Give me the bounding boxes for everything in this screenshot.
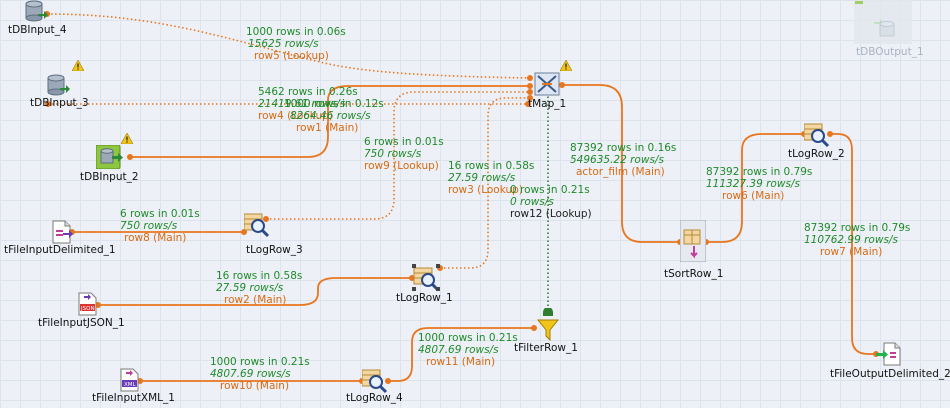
link-label-row3[interactable]: 16 rows in 0.58s 27.59 rows/s row3 (Look…	[448, 160, 535, 196]
component-tfileoutputdelimited-2[interactable]	[876, 342, 901, 366]
component-label: tMap_1	[528, 98, 567, 110]
component-label: tFilterRow_1	[514, 342, 578, 354]
component-tfileinputxml-1[interactable]: XML	[118, 368, 140, 392]
link-label-row8[interactable]: 6 rows in 0.01s 750 rows/s row8 (Main)	[120, 208, 200, 244]
link-label-row12[interactable]: 0 rows in 0.21s 0 rows/s row12 (Lookup)	[510, 184, 592, 220]
component-tfileinputjson-1[interactable]: JSON	[76, 292, 98, 316]
link-label-actor-film[interactable]: 87392 rows in 0.16s 549635.22 rows/s act…	[570, 142, 677, 178]
warning-icon	[560, 60, 572, 71]
link-label-row1[interactable]: 1000 rows in 0.12s 8264.46 rows/s row1 (…	[284, 98, 384, 134]
link-actor-film[interactable]	[562, 84, 680, 243]
warning-icon	[72, 60, 84, 71]
link-row1[interactable]	[130, 85, 530, 158]
component-label: tFileOutputDelimited_2	[830, 368, 950, 380]
log-row-icon	[412, 264, 440, 292]
component-label: tFileInputJSON_1	[38, 317, 125, 329]
component-label: tDBInput_3	[30, 97, 89, 109]
component-tlogrow-2[interactable]	[803, 122, 830, 148]
component-label: tSortRow_1	[664, 268, 724, 280]
file-json-icon: JSON	[78, 292, 97, 316]
component-tdbinput-2[interactable]	[95, 144, 123, 170]
link-label-row4[interactable]: 5462 rows in 0.26s 21419.61 rows/s row4 …	[258, 86, 358, 122]
filter-icon	[536, 307, 560, 342]
component-tmap-1[interactable]	[532, 70, 562, 98]
json-badge: JSON	[80, 306, 95, 312]
warning-icon	[121, 133, 133, 144]
component-tlogrow-3[interactable]	[243, 212, 270, 238]
component-label: tLogRow_2	[788, 148, 845, 160]
link-label-row9[interactable]: 6 rows in 0.01s 750 rows/s row9 (Lookup)	[364, 136, 444, 172]
component-tlogrow-1[interactable]	[412, 264, 440, 292]
link-row3[interactable]	[440, 97, 530, 269]
link-row7[interactable]	[830, 133, 876, 355]
file-xml-icon: XML	[120, 368, 139, 392]
database-input-icon	[95, 144, 123, 170]
sort-icon	[679, 219, 707, 263]
component-label: tLogRow_1	[396, 292, 453, 304]
component-tlogrow-4[interactable]	[361, 368, 388, 394]
link-label-row10[interactable]: 1000 rows in 0.21s 4807.69 rows/s row10 …	[210, 356, 310, 392]
file-output-icon	[876, 342, 901, 366]
link-row2[interactable]	[98, 277, 412, 306]
link-label-row2[interactable]: 16 rows in 0.58s 27.59 rows/s row2 (Main…	[216, 270, 303, 306]
database-icon	[25, 0, 48, 22]
link-label-row7[interactable]: 87392 rows in 0.79s 110762.99 rows/s row…	[804, 222, 911, 258]
component-tdboutput-1[interactable]	[854, 0, 912, 44]
component-tdbinput-3[interactable]	[46, 74, 70, 98]
component-tdbinput-4[interactable]	[24, 0, 48, 24]
component-tfileinputdelimited-1[interactable]	[50, 220, 73, 244]
xml-badge: XML	[124, 382, 137, 388]
link-row6[interactable]	[706, 133, 804, 243]
link-label-row11[interactable]: 1000 rows in 0.21s 4807.69 rows/s row11 …	[418, 332, 518, 368]
map-icon	[534, 72, 560, 96]
link-label-row5[interactable]: 1000 rows in 0.06s 15625 rows/s row5 (Lo…	[246, 26, 346, 62]
link-row11[interactable]	[388, 327, 534, 382]
component-label: tLogRow_4	[346, 392, 403, 404]
database-icon	[47, 74, 70, 96]
log-row-icon	[361, 369, 388, 394]
component-label: tDBInput_2	[80, 171, 139, 183]
component-tsortrow-1[interactable]	[679, 219, 707, 263]
file-delimited-icon	[52, 220, 73, 244]
component-label: tDBOutput_1	[856, 46, 924, 58]
component-tfilterrow-1[interactable]	[536, 307, 560, 342]
log-row-icon	[803, 123, 830, 148]
component-label: tFileInputDelimited_1	[4, 244, 116, 256]
link-row9[interactable]	[266, 91, 530, 220]
component-label: tFileInputXML_1	[92, 392, 175, 404]
component-label: tLogRow_3	[246, 244, 303, 256]
link-label-row6[interactable]: 87392 rows in 0.79s 111327.39 rows/s row…	[706, 166, 813, 202]
component-label: tDBInput_4	[8, 24, 67, 36]
activation-bar-icon	[855, 1, 863, 4]
database-output-icon	[874, 19, 895, 37]
log-row-icon	[243, 213, 270, 238]
